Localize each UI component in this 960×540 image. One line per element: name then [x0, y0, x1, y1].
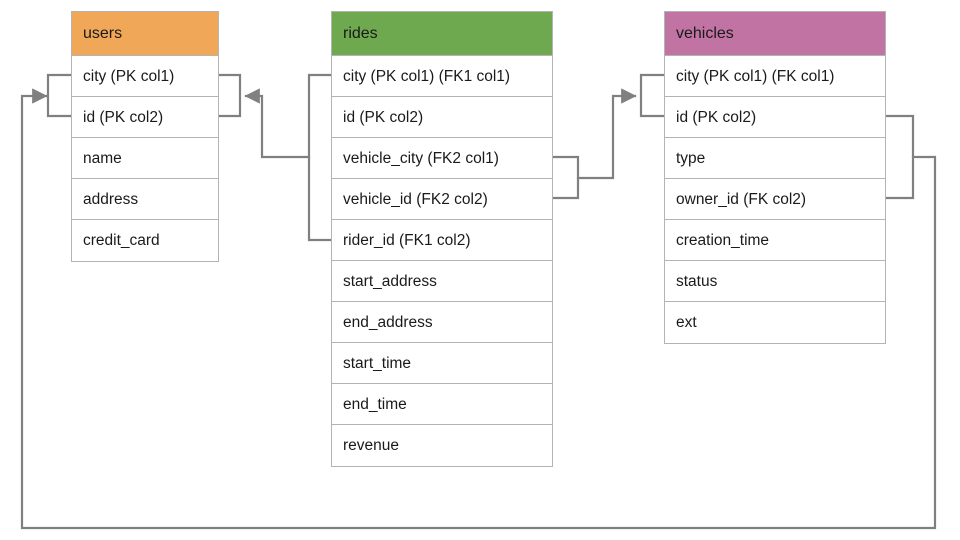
- edge-fk2-rides-to-vehicles: [576, 88, 637, 180]
- table-users-column-id[interactable]: id (PK col2): [72, 97, 218, 138]
- table-rides-column-vehicle-city[interactable]: vehicle_city (FK2 col1): [332, 138, 552, 179]
- edge-rides-fk1-bracket: [307, 73, 333, 242]
- table-rides-column-start-time[interactable]: start_time: [332, 343, 552, 384]
- table-rides-header: rides: [332, 12, 552, 56]
- table-vehicles-column-city[interactable]: city (PK col1) (FK col1): [665, 56, 885, 97]
- table-rides-column-end-time[interactable]: end_time: [332, 384, 552, 425]
- edge-vehicles-fk-bracket: [884, 114, 915, 200]
- table-users-column-city[interactable]: city (PK col1): [72, 56, 218, 97]
- edge-users-key-bracket-right: [217, 73, 242, 118]
- table-vehicles-column-owner-id[interactable]: owner_id (FK col2): [665, 179, 885, 220]
- edge-fk1-rides-to-users: [244, 88, 311, 159]
- table-rides[interactable]: rides city (PK col1) (FK1 col1) id (PK c…: [331, 11, 553, 467]
- table-vehicles-column-creation-time[interactable]: creation_time: [665, 220, 885, 261]
- edge-users-key-bracket: [46, 73, 73, 118]
- table-users-column-address[interactable]: address: [72, 179, 218, 220]
- table-rides-column-revenue[interactable]: revenue: [343, 437, 400, 454]
- table-rides-column-city[interactable]: city (PK col1) (FK1 col1): [332, 56, 552, 97]
- table-vehicles-column-id[interactable]: id (PK col2): [665, 97, 885, 138]
- edge-rides-fk2-bracket: [551, 155, 580, 200]
- table-rides-column-rider-id[interactable]: rider_id (FK1 col2): [332, 220, 552, 261]
- table-vehicles-column-ext[interactable]: ext: [676, 314, 697, 331]
- table-rides-column-start-address[interactable]: start_address: [332, 261, 552, 302]
- edge-vehicles-key-bracket: [639, 73, 666, 118]
- table-vehicles-column-status[interactable]: status: [665, 261, 885, 302]
- table-users-column-credit-card[interactable]: credit_card: [83, 232, 160, 249]
- table-vehicles-header: vehicles: [665, 12, 885, 56]
- table-users-header: users: [72, 12, 218, 56]
- table-rides-column-id[interactable]: id (PK col2): [332, 97, 552, 138]
- table-vehicles-column-type[interactable]: type: [665, 138, 885, 179]
- table-vehicles[interactable]: vehicles city (PK col1) (FK col1) id (PK…: [664, 11, 886, 344]
- table-users[interactable]: users city (PK col1) id (PK col2) name a…: [71, 11, 219, 262]
- table-rides-column-end-address[interactable]: end_address: [332, 302, 552, 343]
- table-rides-column-vehicle-id[interactable]: vehicle_id (FK2 col2): [332, 179, 552, 220]
- edge-fk3-vehicles-to-users: [20, 88, 937, 530]
- table-users-column-name[interactable]: name: [72, 138, 218, 179]
